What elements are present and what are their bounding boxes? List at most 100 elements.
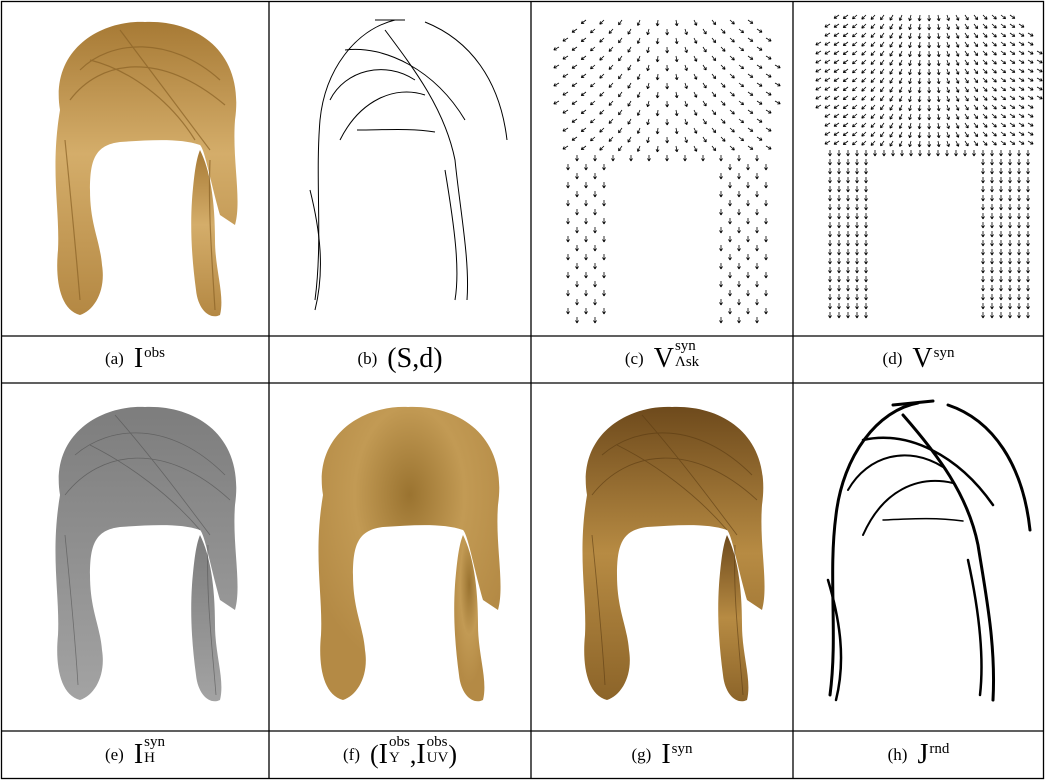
vector-arrow: [721, 137, 725, 141]
caption-f: (f) ( I obs Y , I obs UV ): [270, 733, 530, 777]
vector-arrow: [730, 38, 734, 42]
vector-arrow: [825, 132, 830, 135]
vector-arrow: [825, 141, 830, 144]
vector-arrow: [584, 200, 587, 206]
vector-arrow: [855, 168, 858, 174]
vector-arrow: [1026, 240, 1029, 246]
caption-tag: (a): [105, 349, 124, 369]
vector-arrow: [837, 150, 840, 156]
vector-arrow: [647, 119, 650, 125]
vector-arrow: [990, 285, 993, 291]
vector-arrow: [825, 60, 830, 63]
vector-arrow: [990, 231, 993, 237]
vector-arrow: [1001, 69, 1006, 73]
vector-arrow: [864, 195, 867, 201]
vector-arrow: [825, 69, 830, 72]
vector-arrow: [837, 222, 840, 228]
vector-arrow: [837, 231, 840, 237]
vector-arrow: [1017, 267, 1020, 273]
vector-arrow: [918, 105, 921, 111]
vector-arrow: [899, 60, 902, 66]
vector-arrow: [703, 65, 706, 70]
vector-arrow: [828, 222, 831, 228]
vector-arrow: [730, 110, 734, 114]
vector-arrow: [890, 24, 893, 29]
vector-arrow: [999, 159, 1002, 165]
vector-arrow: [864, 222, 867, 228]
vector-arrow: [909, 69, 912, 75]
vector-arrow: [1008, 303, 1011, 309]
vector-arrow: [825, 24, 830, 27]
vector-arrow: [828, 267, 831, 273]
vector-arrow: [881, 51, 884, 56]
vector-arrow: [992, 141, 996, 145]
vector-arrow: [843, 96, 848, 100]
vector-arrow: [1037, 51, 1042, 54]
vector-arrow: [694, 74, 697, 79]
vector-arrow: [881, 33, 884, 38]
vector-arrow: [1026, 204, 1029, 210]
vector-arrow: [990, 249, 993, 255]
vector-arrow: [647, 65, 650, 71]
panel-b-sketch: [310, 20, 507, 310]
vector-arrow: [719, 281, 722, 287]
vector-arrow: [890, 69, 893, 74]
vector-arrow: [590, 101, 595, 105]
vector-arrow: [918, 123, 921, 129]
vector-arrow: [694, 92, 697, 97]
vector-arrow: [983, 24, 987, 28]
vector-arrow: [828, 231, 831, 237]
vector-arrow: [619, 110, 622, 115]
vector-arrow: [584, 308, 587, 314]
vector-arrow: [899, 78, 902, 84]
vector-arrow: [834, 51, 839, 54]
vector-arrow: [974, 78, 978, 83]
vector-arrow: [685, 101, 688, 107]
caption-superscript-2: obs: [427, 735, 449, 751]
vector-arrow: [990, 267, 993, 273]
vector-arrow: [746, 200, 749, 206]
vector-arrow: [593, 155, 596, 161]
vector-arrow: [694, 128, 697, 133]
vector-arrow: [947, 51, 950, 57]
vector-arrow: [852, 24, 857, 28]
vector-arrow: [566, 200, 569, 206]
vector-arrow: [990, 276, 993, 282]
vector-arrow: [990, 177, 993, 183]
vector-arrow: [846, 231, 849, 237]
vector-arrow: [746, 308, 749, 314]
vector-arrow: [927, 150, 930, 156]
vector-arrow: [965, 141, 968, 146]
vector-arrow: [990, 204, 993, 210]
vector-arrow: [600, 74, 604, 78]
vector-arrow: [757, 137, 762, 140]
vector-arrow: [862, 42, 866, 46]
vector-arrow: [937, 78, 940, 84]
vector-arrow: [730, 20, 734, 24]
vector-arrow: [990, 294, 993, 300]
vector-arrow: [899, 15, 902, 21]
vector-arrow: [846, 150, 849, 156]
caption-tag: (h): [888, 745, 908, 765]
vector-arrow: [871, 33, 875, 38]
vector-arrow: [766, 128, 771, 131]
vector-arrow: [675, 110, 678, 116]
vector-arrow: [937, 141, 940, 147]
vector-arrow: [563, 92, 568, 95]
vector-arrow: [881, 78, 884, 83]
caption-subscript: Λsk: [675, 355, 699, 371]
vector-arrow: [554, 47, 559, 50]
vector-arrow: [1008, 231, 1011, 237]
vector-arrow: [837, 312, 840, 318]
vector-arrow: [981, 195, 984, 201]
vector-arrow: [834, 123, 839, 126]
vector-arrow: [882, 150, 885, 156]
vector-arrow: [862, 87, 866, 91]
vector-arrow: [947, 105, 950, 111]
vector-arrow: [864, 258, 867, 264]
vector-arrow: [593, 209, 596, 215]
vector-arrow: [992, 42, 996, 46]
vector-arrow: [843, 69, 848, 73]
vector-arrow: [852, 96, 857, 100]
vector-arrow: [852, 132, 857, 136]
